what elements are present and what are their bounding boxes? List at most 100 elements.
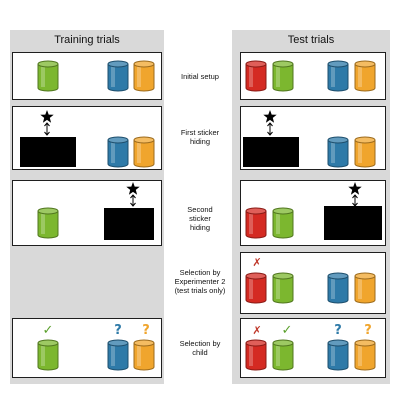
cup-rim xyxy=(133,339,155,347)
cup-rim xyxy=(327,60,349,68)
cup-highlight xyxy=(111,344,115,366)
cup-rim xyxy=(354,272,376,280)
orange-cup xyxy=(354,136,376,168)
cup-highlight xyxy=(358,344,362,366)
blue-cup xyxy=(327,60,349,92)
cup-highlight xyxy=(331,344,335,366)
cup-highlight xyxy=(276,65,280,87)
cup-rim xyxy=(133,136,155,144)
green-cup xyxy=(272,207,294,239)
step-label-selection-by-child: Selection by child xyxy=(150,339,250,357)
green-cup xyxy=(37,60,59,92)
occluder-screen xyxy=(324,206,382,240)
cup-rim xyxy=(272,339,294,347)
cup-highlight xyxy=(358,277,362,299)
orange-cup xyxy=(354,272,376,304)
step-label-line: sticker xyxy=(189,214,211,223)
green-cup xyxy=(272,339,294,371)
green-cup xyxy=(37,207,59,239)
red-cup xyxy=(245,339,267,371)
cup-highlight xyxy=(137,141,141,163)
orange-cup xyxy=(133,339,155,371)
green-cup xyxy=(272,60,294,92)
cup-rim xyxy=(327,272,349,280)
green-cup xyxy=(37,339,59,371)
question-mark-icon: ? xyxy=(114,323,122,338)
orange-cup xyxy=(133,60,155,92)
cup-highlight xyxy=(358,141,362,163)
green-cup xyxy=(272,272,294,304)
cup-rim xyxy=(354,60,376,68)
red-cup xyxy=(245,272,267,304)
cup-rim xyxy=(107,136,129,144)
cup-rim xyxy=(245,272,267,280)
cup-highlight xyxy=(331,277,335,299)
step-label-line: (test trials only) xyxy=(174,286,226,295)
red-cup xyxy=(245,60,267,92)
step-label-line: hiding xyxy=(189,223,211,232)
step-label-initial-setup: Initial setup xyxy=(150,72,250,81)
step-label-line: child xyxy=(192,348,208,357)
blue-cup xyxy=(107,339,129,371)
cross-mark-icon: ✗ xyxy=(252,256,261,269)
occluder-screen xyxy=(104,208,154,240)
orange-cup xyxy=(354,60,376,92)
cup-highlight xyxy=(41,344,45,366)
step-label-selection-by-experimenter-2: Selection by Experimenter 2 (test trials… xyxy=(150,268,250,295)
cup-rim xyxy=(327,136,349,144)
step-label-line: Experimenter 2 xyxy=(174,277,226,286)
cup-rim xyxy=(272,207,294,215)
sticker-star-icon xyxy=(263,110,277,123)
blue-cup xyxy=(107,136,129,168)
cup-highlight xyxy=(249,65,253,87)
arrow-head-up xyxy=(130,194,136,199)
cup-rim xyxy=(354,339,376,347)
step-label-line: First sticker xyxy=(180,128,220,137)
arrow-head-down xyxy=(267,131,273,136)
cup-rim xyxy=(272,60,294,68)
sticker-star-icon xyxy=(40,110,54,123)
sticker-star-icon xyxy=(348,182,362,195)
cup-rim xyxy=(107,60,129,68)
cup-rim xyxy=(245,207,267,215)
question-mark-icon: ? xyxy=(334,323,342,338)
cup-rim xyxy=(107,339,129,347)
step-label-line: hiding xyxy=(189,137,211,146)
arrow-head-up xyxy=(44,122,50,127)
blue-cup xyxy=(327,339,349,371)
occluder-screen xyxy=(243,137,299,167)
cup-highlight xyxy=(137,65,141,87)
step-label-line: Selection by xyxy=(179,339,221,348)
arrow-head-up xyxy=(352,194,358,199)
cup-highlight xyxy=(249,212,253,234)
occluder-screen xyxy=(20,137,76,167)
cup-highlight xyxy=(331,65,335,87)
sticker-star-icon xyxy=(126,182,140,195)
orange-cup xyxy=(354,339,376,371)
training-column-title: Training trials xyxy=(54,34,120,46)
blue-cup xyxy=(327,272,349,304)
step-label-line: Selection by xyxy=(179,268,221,277)
cup-highlight xyxy=(111,65,115,87)
cup-highlight xyxy=(41,212,45,234)
cup-rim xyxy=(37,207,59,215)
red-cup xyxy=(245,207,267,239)
check-mark-icon: ✓ xyxy=(282,323,293,338)
cup-rim xyxy=(37,339,59,347)
cup-highlight xyxy=(358,65,362,87)
cup-highlight xyxy=(276,277,280,299)
cup-highlight xyxy=(331,141,335,163)
cup-rim xyxy=(354,136,376,144)
cup-highlight xyxy=(111,141,115,163)
question-mark-icon: ? xyxy=(364,323,372,338)
cup-rim xyxy=(37,60,59,68)
test-column-title: Test trials xyxy=(287,34,335,46)
cup-highlight xyxy=(41,65,45,87)
orange-cup xyxy=(133,136,155,168)
arrow-head-down xyxy=(44,131,50,136)
cup-rim xyxy=(133,60,155,68)
step-label-line: Initial setup xyxy=(181,72,219,81)
cup-rim xyxy=(327,339,349,347)
step-label-second-sticker-hiding: Second sticker hiding xyxy=(150,205,250,232)
